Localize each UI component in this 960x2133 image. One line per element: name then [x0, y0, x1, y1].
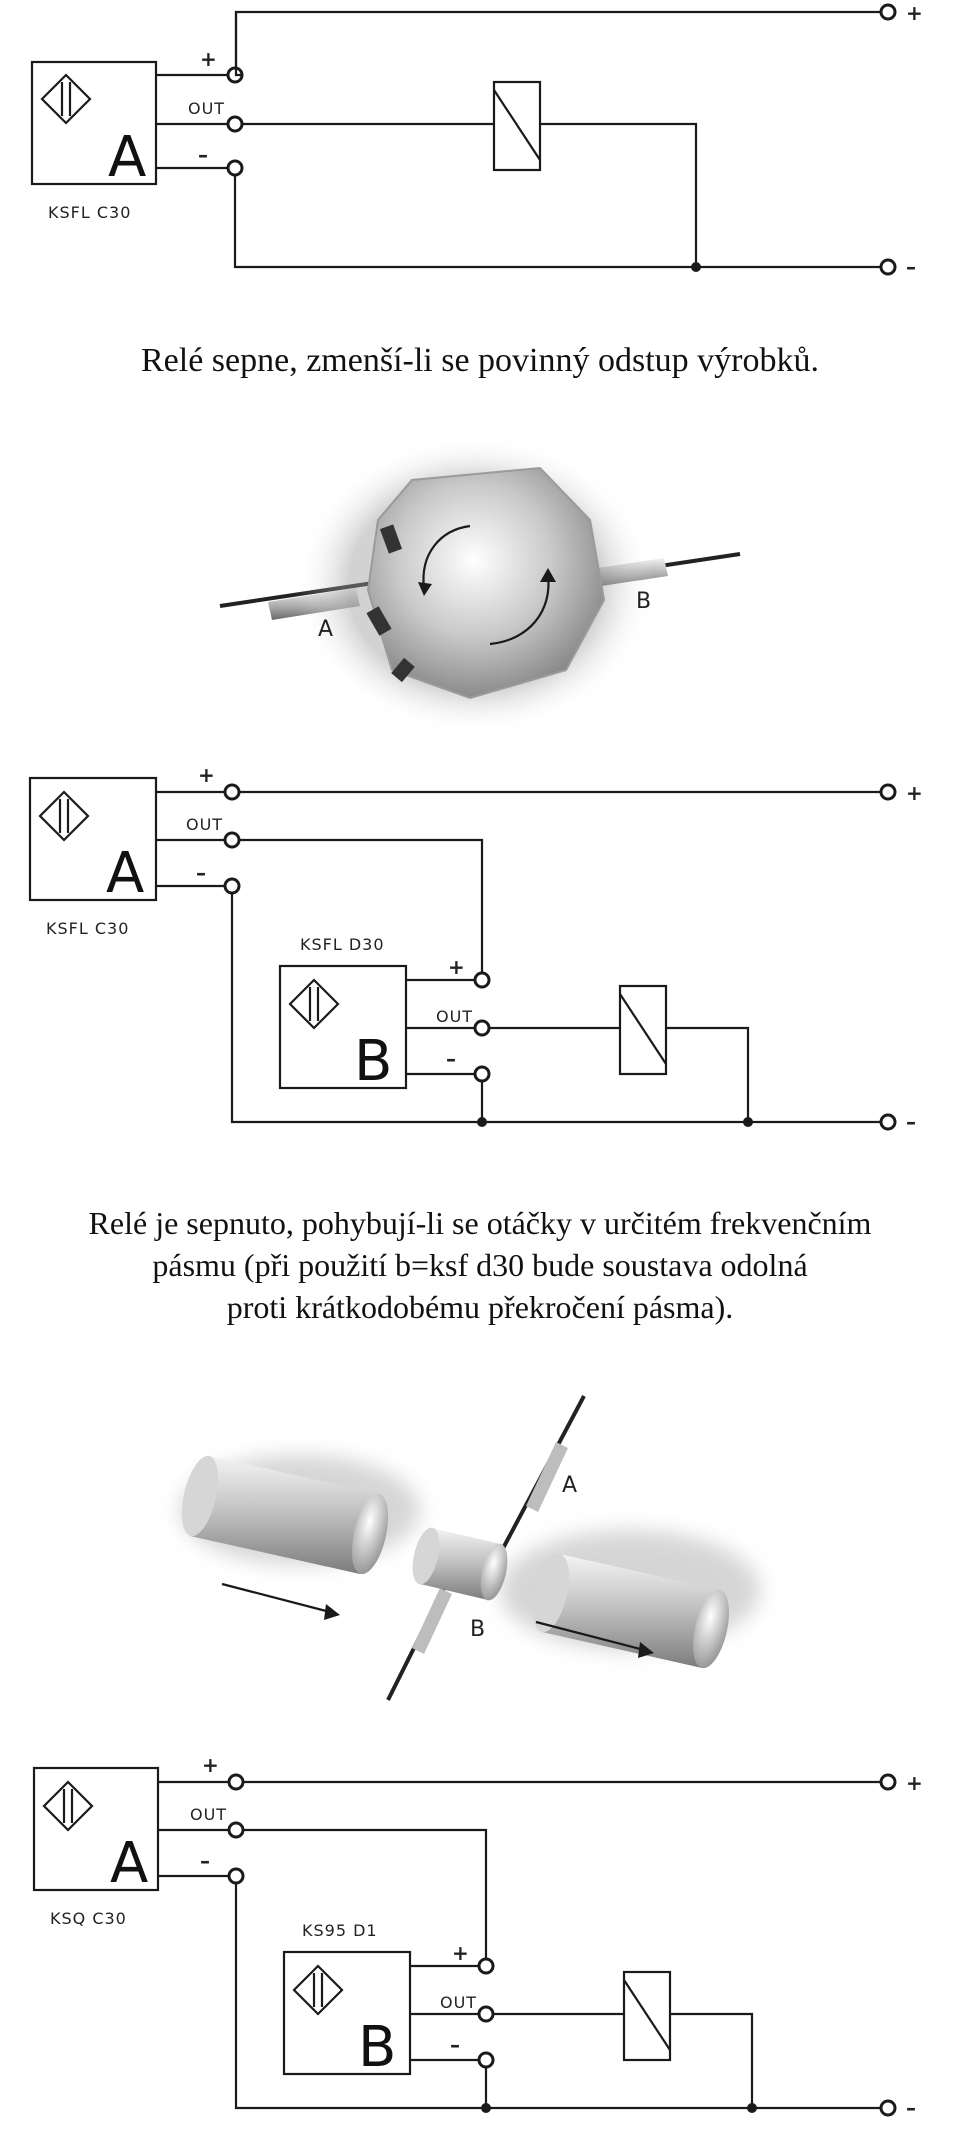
rail-minus-label: – [906, 2096, 916, 2120]
rail-plus-terminal [879, 3, 897, 21]
minus-label: – [200, 1849, 210, 1873]
rail-minus-terminal [879, 258, 897, 276]
motion-arrow-icon [221, 1582, 340, 1620]
sensor-symbol-icon [288, 978, 340, 1030]
b-out-label: OUT [436, 1007, 473, 1026]
sensor-b-model: KS95 D1 [302, 1921, 378, 1940]
b-terminal-out [477, 2005, 495, 2023]
terminal-plus [227, 1773, 245, 1791]
caption-2-line-1: Relé je sepnuto, pohybují-li se otáčky v… [88, 1205, 872, 1241]
photo2-label-a: A [562, 1473, 578, 1498]
rail-plus-terminal [879, 1773, 897, 1791]
photo1-label-b: B [636, 589, 652, 614]
cylinder-icon [181, 1455, 389, 1575]
terminal-out [223, 831, 241, 849]
terminal-plus [223, 783, 241, 801]
terminal-out [226, 115, 244, 133]
rail-plus-label: + [906, 1, 923, 25]
rotating-disc-icon [366, 466, 606, 700]
sensor-a-model: KSFL C30 [48, 203, 131, 222]
motion-arrow-icon [535, 1620, 654, 1658]
b-terminal-minus [473, 1065, 491, 1083]
sensor-symbol-icon [42, 1780, 94, 1832]
rail-minus-terminal [879, 2099, 897, 2117]
b-plus-label: + [452, 1941, 469, 1965]
rail-plus-label: + [906, 1771, 923, 1795]
minus-label: – [196, 861, 206, 885]
sensor-a-letter: A [106, 841, 144, 906]
sensor-symbol-icon [40, 73, 92, 125]
out-label: OUT [188, 99, 225, 118]
terminal-minus [223, 877, 241, 895]
b-terminal-minus [477, 2051, 495, 2069]
wiring-diagram-2: A KSFL C30 + OUT – + KSFL D30 B + OUT – … [28, 763, 923, 1134]
photo2-label-b: B [470, 1617, 486, 1642]
sensor-a-model: KSQ C30 [50, 1909, 127, 1928]
out-label: OUT [190, 1805, 227, 1824]
sensor-b-box [282, 1950, 412, 2076]
b-minus-label: – [450, 2033, 460, 2057]
caption-1-text: Relé sepne, zmenší-li se povinný odstup … [140, 342, 819, 379]
plus-label: + [200, 47, 217, 71]
terminal-minus [227, 1867, 245, 1885]
b-terminal-plus [477, 1957, 495, 1975]
b-out-label: OUT [440, 1993, 477, 2012]
rail-minus-label: – [906, 255, 916, 279]
caption-2: Relé je sepnuto, pohybují-li se otáčky v… [0, 1202, 960, 1328]
rotation-arrow-icon [422, 524, 471, 589]
caption-2-line-2: pásmu (při použití b=ksf d30 bude sousta… [152, 1247, 808, 1283]
plus-label: + [202, 1753, 219, 1777]
b-minus-label: – [446, 1047, 456, 1071]
caption-2-line-3: proti krátkodobému překročení pásma). [226, 1289, 734, 1325]
b-plus-label: + [448, 955, 465, 979]
photo1-label-a: A [318, 617, 334, 642]
sensor-a-letter: A [110, 1831, 148, 1896]
sensor-a-box [30, 60, 158, 186]
cylinder-icon [532, 1553, 730, 1669]
terminal-minus [226, 159, 244, 177]
wiring-diagram-1: A KSFL C30 + OUT – + – [30, 1, 923, 279]
rail-plus-terminal [879, 783, 897, 801]
caption-1: Relé sepne, zmenší-li se povinný odstup … [0, 342, 960, 380]
sensor-a-letter: A [108, 125, 146, 190]
rotation-arrow-icon [489, 575, 550, 646]
rail-plus-label: + [906, 781, 923, 805]
rail-minus-label: – [906, 1110, 916, 1134]
sensor-symbol-icon [38, 790, 90, 842]
sensor-b-model: KSFL D30 [300, 935, 385, 954]
cylinder-icon [412, 1527, 508, 1601]
minus-label: – [198, 143, 208, 167]
terminal-out [227, 1821, 245, 1839]
sensor-b-letter: B [354, 1029, 392, 1094]
plus-label: + [198, 763, 215, 787]
sensor-b-letter: B [358, 2015, 396, 2080]
sensor-b-box [278, 964, 408, 1090]
sensor-a-box [28, 776, 158, 902]
wiring-diagram-3: A KSQ C30 + OUT – + KS95 D1 B + OUT – – [32, 1753, 923, 2120]
rail-minus-terminal [879, 1113, 897, 1131]
photo-cylinders: A B [180, 1395, 760, 1701]
out-label: OUT [186, 815, 223, 834]
sensor-a-box [32, 1766, 160, 1892]
b-terminal-plus [473, 971, 491, 989]
photo-rotating-disc: A B [219, 435, 741, 730]
sensor-a-model: KSFL C30 [46, 919, 129, 938]
sensor-symbol-icon [292, 1964, 344, 2016]
b-terminal-out [473, 1019, 491, 1037]
